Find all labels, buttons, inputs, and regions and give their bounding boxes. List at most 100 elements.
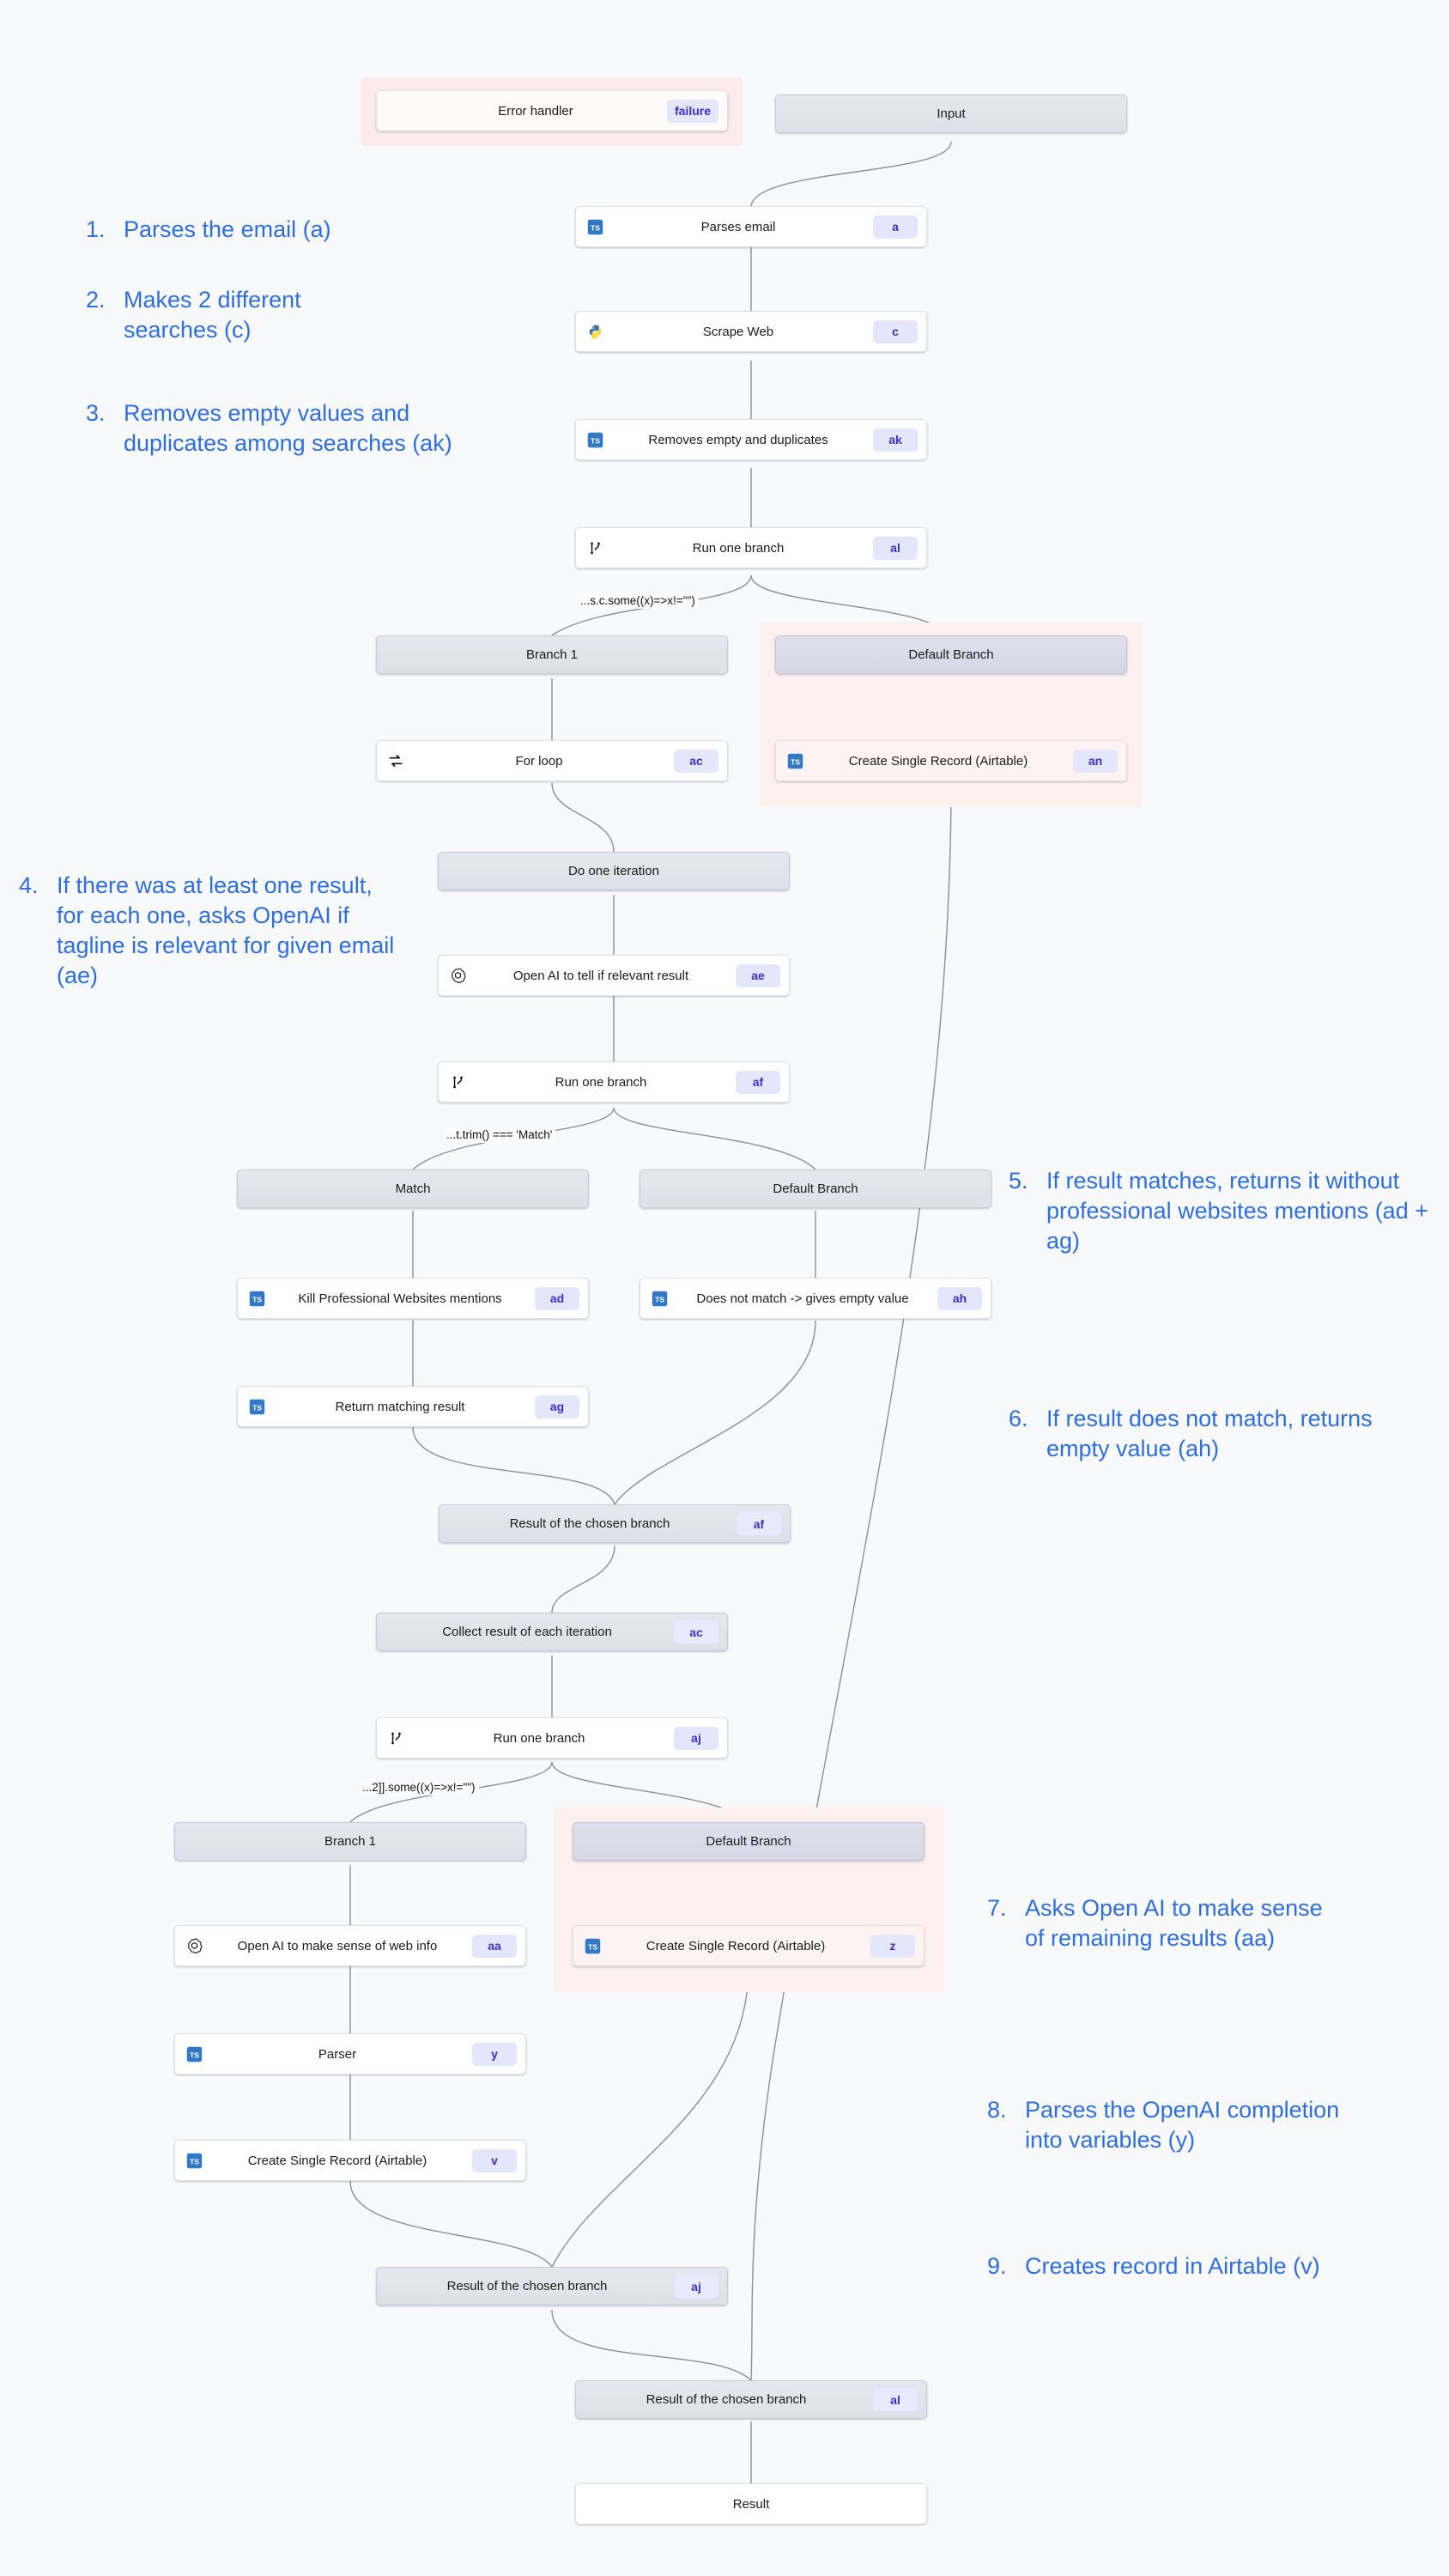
svg-text:TS: TS bbox=[590, 436, 599, 445]
node-badge: a bbox=[873, 215, 918, 239]
node-badge: ah bbox=[937, 1286, 982, 1310]
annotation-text: If result matches, returns it without pr… bbox=[1046, 1168, 1428, 1255]
node-label: Error handler bbox=[498, 103, 573, 118]
typescript-icon: TS bbox=[649, 1288, 670, 1309]
annotation-text: Parses the email (a) bbox=[124, 216, 331, 242]
typescript-icon: TS bbox=[785, 750, 805, 771]
node-label: Create Single Record (Airtable) bbox=[646, 1938, 826, 1953]
node-badge: aj bbox=[674, 1726, 718, 1750]
node-label: Result of the chosen branch bbox=[446, 2279, 608, 2293]
typescript-icon: TS bbox=[585, 216, 605, 237]
annotation-text: If result does not match, returns empty … bbox=[1046, 1406, 1373, 1462]
node-openai-make-sense-web-info[interactable]: Open AI to make sense of web info aa bbox=[174, 1925, 526, 1966]
branch-icon bbox=[447, 1072, 468, 1092]
node-label: Run one branch bbox=[555, 1074, 647, 1090]
node-removes-empty-duplicates[interactable]: TS Removes empty and duplicates ak bbox=[575, 419, 927, 460]
node-result-chosen-branch-af[interactable]: Result of the chosen branch af bbox=[439, 1504, 791, 1543]
edge-condition-al: ...s.c.some((x)=>x!="") bbox=[577, 592, 699, 609]
node-label: Create Single Record (Airtable) bbox=[247, 2153, 427, 2168]
annotation-7: 7. Asks Open AI to make sense of remaini… bbox=[987, 1893, 1331, 1953]
node-badge: y bbox=[472, 2042, 517, 2066]
node-label: Default Branch bbox=[706, 1834, 791, 1849]
node-label: Result of the chosen branch bbox=[646, 2392, 807, 2407]
loop-icon bbox=[385, 750, 406, 771]
annotation-number: 3. bbox=[86, 400, 106, 426]
node-label: Input bbox=[937, 106, 966, 121]
annotation-text: Asks Open AI to make sense of remaining … bbox=[1025, 1895, 1323, 1952]
node-badge: failure bbox=[666, 99, 718, 123]
node-label: Do one iteration bbox=[568, 864, 659, 878]
node-badge: ac bbox=[674, 749, 718, 773]
annotation-3: 3. Removes empty values and duplicates a… bbox=[86, 398, 494, 459]
node-label: Run one branch bbox=[692, 540, 785, 556]
node-create-single-record-v[interactable]: TS Create Single Record (Airtable) v bbox=[174, 2140, 526, 2181]
node-openai-relevant-result[interactable]: Open AI to tell if relevant result ae bbox=[438, 955, 790, 996]
svg-text:TS: TS bbox=[252, 1403, 261, 1412]
node-label: Open AI to tell if relevant result bbox=[512, 968, 689, 983]
node-default-branch-af[interactable]: Default Branch bbox=[640, 1170, 991, 1208]
annotation-number: 7. bbox=[987, 1895, 1007, 1921]
node-label: For loop bbox=[515, 753, 563, 769]
node-parser[interactable]: TS Parser y bbox=[174, 2033, 526, 2075]
node-scrape-web[interactable]: Scrape Web c bbox=[575, 311, 927, 352]
svg-text:TS: TS bbox=[252, 1295, 261, 1303]
node-collect-result-each-iteration[interactable]: Collect result of each iteration ac bbox=[376, 1613, 728, 1651]
node-label: Result of the chosen branch bbox=[509, 1516, 670, 1531]
svg-text:TS: TS bbox=[654, 1295, 664, 1303]
node-create-single-record-z[interactable]: TS Create Single Record (Airtable) z bbox=[573, 1925, 925, 1966]
node-badge: ae bbox=[736, 963, 780, 987]
node-match-branch[interactable]: Match bbox=[237, 1170, 589, 1208]
node-badge: v bbox=[472, 2148, 517, 2172]
node-input[interactable]: Input bbox=[775, 94, 1127, 133]
annotation-5: 5. If result matches, returns it without… bbox=[1009, 1166, 1438, 1256]
annotation-text: Removes empty values and duplicates amon… bbox=[124, 400, 452, 457]
node-label: Open AI to make sense of web info bbox=[237, 1938, 438, 1953]
openai-icon bbox=[184, 1935, 204, 1956]
svg-text:TS: TS bbox=[189, 2050, 198, 2059]
node-run-one-branch-al[interactable]: Run one branch al bbox=[575, 527, 927, 568]
node-branch-1-aj[interactable]: Branch 1 bbox=[174, 1822, 526, 1861]
svg-text:TS: TS bbox=[790, 757, 799, 766]
node-label: Create Single Record (Airtable) bbox=[848, 753, 1028, 769]
node-badge: an bbox=[1073, 749, 1118, 773]
annotation-number: 1. bbox=[86, 216, 106, 242]
node-badge: ag bbox=[535, 1394, 579, 1419]
node-label: Default Branch bbox=[908, 647, 994, 662]
node-for-loop[interactable]: For loop ac bbox=[376, 740, 728, 781]
svg-text:TS: TS bbox=[590, 223, 599, 232]
node-return-matching-result[interactable]: TS Return matching result ag bbox=[237, 1386, 589, 1427]
node-label: Kill Professional Websites mentions bbox=[298, 1291, 502, 1306]
node-default-branch-al[interactable]: Default Branch bbox=[775, 635, 1127, 674]
node-kill-professional-websites-mentions[interactable]: TS Kill Professional Websites mentions a… bbox=[237, 1278, 589, 1319]
node-label: Does not match -> gives empty value bbox=[696, 1291, 909, 1306]
annotation-4: 4. If there was at least one result, for… bbox=[19, 871, 405, 991]
typescript-icon: TS bbox=[246, 1288, 267, 1309]
annotation-text: Parses the OpenAI completion into variab… bbox=[1025, 2097, 1340, 2154]
node-default-branch-aj[interactable]: Default Branch bbox=[573, 1822, 925, 1861]
annotation-number: 5. bbox=[1009, 1168, 1028, 1194]
node-label: Return matching result bbox=[335, 1399, 465, 1414]
node-create-single-record-an[interactable]: TS Create Single Record (Airtable) an bbox=[775, 740, 1127, 781]
node-error-handler[interactable]: Error handler failure bbox=[376, 90, 728, 131]
node-run-one-branch-af[interactable]: Run one branch af bbox=[438, 1061, 790, 1103]
node-branch-1-al[interactable]: Branch 1 bbox=[376, 635, 728, 674]
node-does-not-match[interactable]: TS Does not match -> gives empty value a… bbox=[640, 1278, 991, 1319]
python-icon bbox=[585, 321, 605, 342]
node-do-one-iteration[interactable]: Do one iteration bbox=[438, 852, 790, 890]
node-run-one-branch-aj[interactable]: Run one branch aj bbox=[376, 1717, 728, 1759]
annotation-9: 9. Creates record in Airtable (v) bbox=[987, 2251, 1331, 2281]
node-label: Removes empty and duplicates bbox=[648, 432, 828, 447]
annotation-number: 6. bbox=[1009, 1406, 1028, 1431]
annotation-number: 2. bbox=[86, 287, 106, 313]
annotation-number: 8. bbox=[987, 2097, 1007, 2123]
node-result-chosen-branch-aj[interactable]: Result of the chosen branch aj bbox=[376, 2267, 728, 2306]
node-result-chosen-branch-al[interactable]: Result of the chosen branch al bbox=[575, 2380, 927, 2419]
node-result[interactable]: Result bbox=[575, 2483, 927, 2524]
branch-icon bbox=[385, 1728, 406, 1748]
node-label: Branch 1 bbox=[324, 1834, 377, 1849]
node-badge: aa bbox=[472, 1934, 517, 1958]
edge-condition-aj: ...2]].some((x)=>x!="") bbox=[359, 1779, 479, 1795]
openai-icon bbox=[447, 965, 468, 986]
node-parses-email[interactable]: TS Parses email a bbox=[575, 206, 927, 247]
